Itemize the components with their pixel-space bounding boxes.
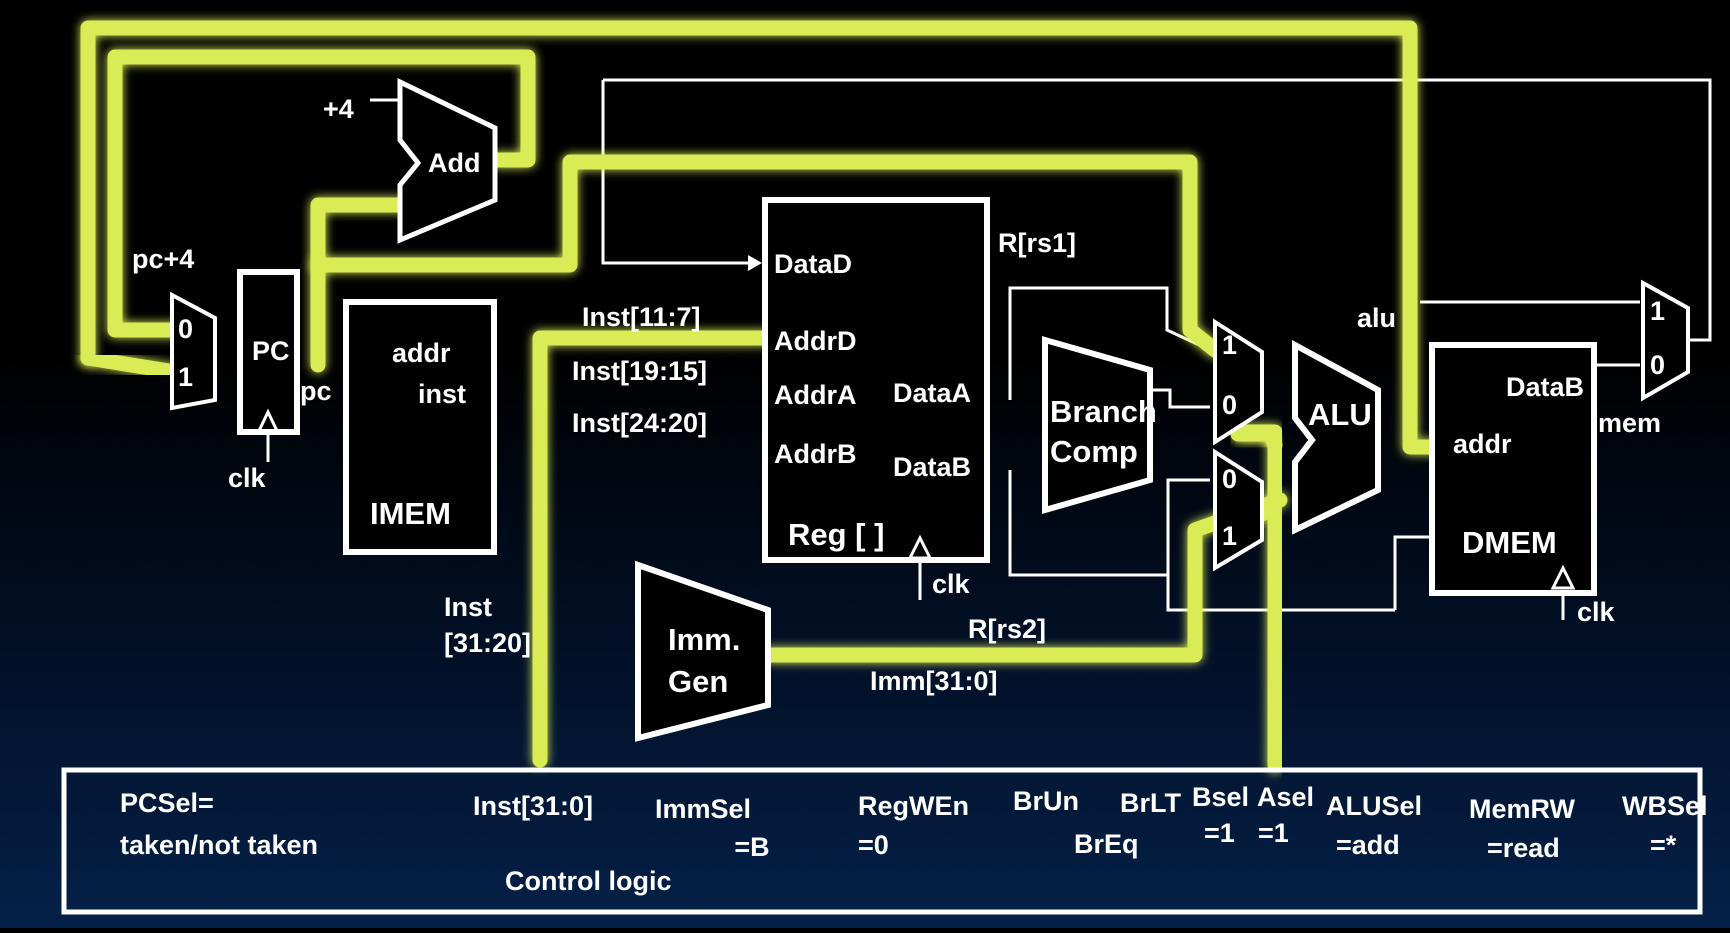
imm-gen bbox=[635, 560, 771, 742]
dmem-addr-label: addr bbox=[1453, 429, 1512, 459]
regfile-clk-label: clk bbox=[932, 569, 971, 599]
pcmux-in1-label: 1 bbox=[178, 362, 193, 392]
ctrl-asel bbox=[1234, 424, 1283, 773]
regfile-addrb-label: AddrB bbox=[774, 439, 857, 469]
a-mux bbox=[1213, 318, 1264, 446]
pcsel-label-b: taken/not taken bbox=[120, 830, 318, 860]
imem-name: IMEM bbox=[370, 496, 451, 531]
regwen-label-a: RegWEn bbox=[858, 791, 969, 821]
immsel-label-a: ImmSel bbox=[655, 794, 751, 824]
pc-clk-marker bbox=[255, 408, 281, 435]
regfile-addrd-label: AddrD bbox=[774, 326, 857, 356]
pc-mux bbox=[170, 291, 217, 411]
wire-datad-in bbox=[601, 80, 758, 265]
imem-addr-label: addr bbox=[392, 338, 451, 368]
pc-register-label: PC bbox=[252, 336, 290, 366]
immsel-label-b: =B bbox=[734, 832, 769, 862]
memrw-label-a: MemRW bbox=[1469, 794, 1576, 824]
bmux-in0-label: 0 bbox=[1222, 464, 1237, 494]
regfile-name: Reg [ ] bbox=[788, 517, 884, 552]
bsel-label-a: Bsel bbox=[1192, 782, 1249, 812]
inst-31-20-label-b: [31:20] bbox=[444, 628, 531, 658]
branch-comp-label-1: Branch bbox=[1050, 394, 1157, 429]
dmem-datab-label: DataB bbox=[1506, 372, 1584, 402]
wire-pcmux-in1 bbox=[80, 350, 183, 380]
brun-label: BrUn bbox=[1013, 786, 1079, 816]
alusel-label-a: ALUSel bbox=[1326, 791, 1422, 821]
asel-label-a: Asel bbox=[1257, 782, 1314, 812]
wire-rs1-to-amux bbox=[1008, 286, 1211, 400]
wbsel-label-a: WBSel bbox=[1622, 791, 1708, 821]
imem-inst-label: inst bbox=[418, 379, 466, 409]
pc-clk-label: clk bbox=[228, 463, 267, 493]
pcmux-in0-label: 0 bbox=[178, 314, 193, 344]
wire-amux-pc bbox=[1150, 388, 1210, 409]
pc-out-label: pc bbox=[300, 376, 332, 406]
immgen-label-1: Imm. bbox=[668, 622, 740, 657]
dmem bbox=[1429, 342, 1597, 596]
alu bbox=[1292, 339, 1381, 535]
wbmux-in1-label: 1 bbox=[1650, 296, 1665, 326]
inst-19-15-label: Inst[19:15] bbox=[572, 356, 707, 386]
register-file bbox=[762, 197, 990, 563]
control-logic-panel bbox=[61, 767, 1703, 915]
dmem-name: DMEM bbox=[1462, 525, 1557, 560]
wbmux-in0-label: 0 bbox=[1650, 350, 1665, 380]
r-rs2-label: R[rs2] bbox=[968, 614, 1046, 644]
pc-register bbox=[237, 269, 300, 435]
alusel-label-b: =add bbox=[1336, 830, 1400, 860]
regfile-clk-marker bbox=[907, 534, 933, 560]
inst-24-20-label: Inst[24:20] bbox=[572, 408, 707, 438]
wire-rs2-to-dmem bbox=[1393, 535, 1430, 610]
wb-mux bbox=[1641, 279, 1690, 402]
regfile-dataa-label: DataA bbox=[893, 378, 971, 408]
wire-adder-to-pcmux bbox=[107, 49, 536, 338]
r-rs1-label: R[rs1] bbox=[998, 228, 1076, 258]
amux-in0-label: 0 bbox=[1222, 390, 1237, 420]
mem-out-label: mem bbox=[1598, 408, 1661, 438]
breq-label: BrEq bbox=[1074, 829, 1139, 859]
alu-out-label: alu bbox=[1357, 303, 1396, 333]
brlt-label: BrLT bbox=[1120, 788, 1181, 818]
wire-pc-to-adder bbox=[310, 197, 408, 373]
immgen-label-2: Gen bbox=[668, 664, 728, 699]
alu-label: ALU bbox=[1308, 397, 1372, 432]
pc-plus4-label: pc+4 bbox=[132, 244, 194, 274]
datad-arrow bbox=[748, 255, 762, 271]
branch-comparator bbox=[1042, 336, 1153, 514]
wbsel-label-b: =* bbox=[1650, 830, 1677, 860]
wire-rs2-dmem-branch bbox=[1166, 575, 1395, 612]
control-logic-title: Control logic bbox=[505, 866, 671, 896]
inst-11-7-label: Inst[11:7] bbox=[582, 302, 701, 332]
wire-inst-bus bbox=[532, 330, 773, 768]
regfile-datad-label: DataD bbox=[774, 249, 852, 279]
pcsel-label-a: PCSel= bbox=[120, 788, 214, 818]
inst-31-20-label-a: Inst bbox=[444, 592, 492, 622]
regfile-addra-label: AddrA bbox=[774, 380, 857, 410]
regfile-datab-label: DataB bbox=[893, 452, 971, 482]
inst-31-0-label: Inst[31:0] bbox=[473, 791, 593, 821]
dmem-clk-marker bbox=[1550, 564, 1576, 590]
imem bbox=[343, 299, 497, 555]
wire-pc-to-amux bbox=[310, 154, 1223, 358]
plus4-label: +4 bbox=[323, 94, 354, 124]
b-mux bbox=[1213, 448, 1264, 572]
memrw-label-b: =read bbox=[1487, 833, 1560, 863]
adder bbox=[397, 78, 498, 244]
amux-in1-label: 1 bbox=[1222, 330, 1237, 360]
adder-label: Add bbox=[428, 148, 480, 178]
asel-label-b: =1 bbox=[1258, 818, 1289, 848]
branch-comp-label-2: Comp bbox=[1050, 434, 1138, 469]
bmux-in1-label: 1 bbox=[1222, 521, 1237, 551]
regwen-label-b: =0 bbox=[858, 830, 889, 860]
bsel-label-b: =1 bbox=[1204, 818, 1235, 848]
dmem-clk-label: clk bbox=[1577, 597, 1616, 627]
imm-31-0-label: Imm[31:0] bbox=[870, 666, 998, 696]
